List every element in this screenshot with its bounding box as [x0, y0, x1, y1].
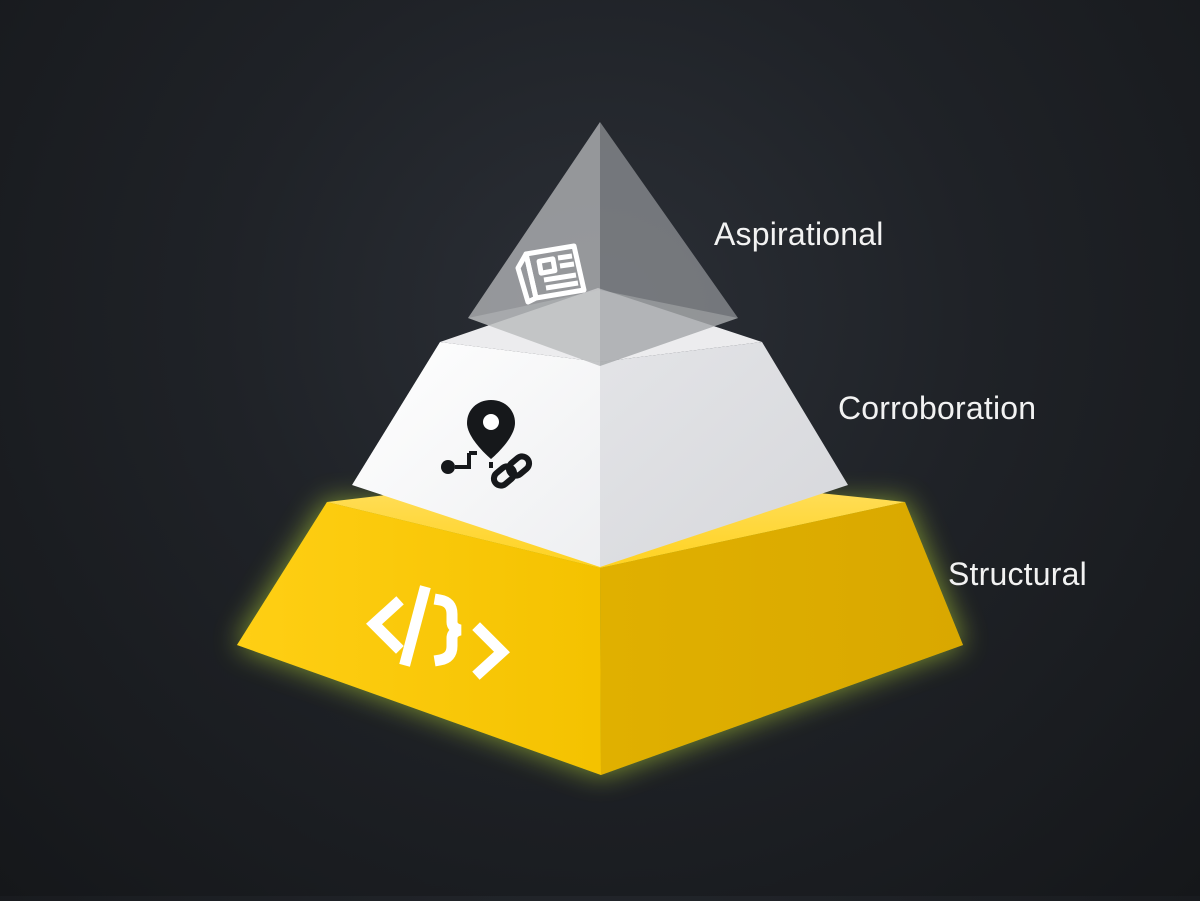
newspaper-icon	[515, 243, 587, 305]
aspirational-layer-right-face	[600, 122, 738, 366]
corroboration-layer-right-face	[600, 342, 848, 567]
location-link-icon	[441, 400, 533, 489]
corroboration-layer	[352, 288, 848, 567]
structural-layer-left-face	[237, 502, 601, 775]
aspirational-label: Aspirational	[714, 216, 884, 252]
structural-label: Structural	[948, 556, 1087, 592]
structural-layer-right-face	[600, 502, 963, 775]
aspirational-layer-left-face	[468, 122, 600, 366]
aspirational-layer-base	[468, 290, 738, 366]
code-braces-icon	[366, 585, 510, 680]
aspirational-layer	[468, 122, 738, 366]
corroboration-label: Corroboration	[838, 390, 1037, 426]
